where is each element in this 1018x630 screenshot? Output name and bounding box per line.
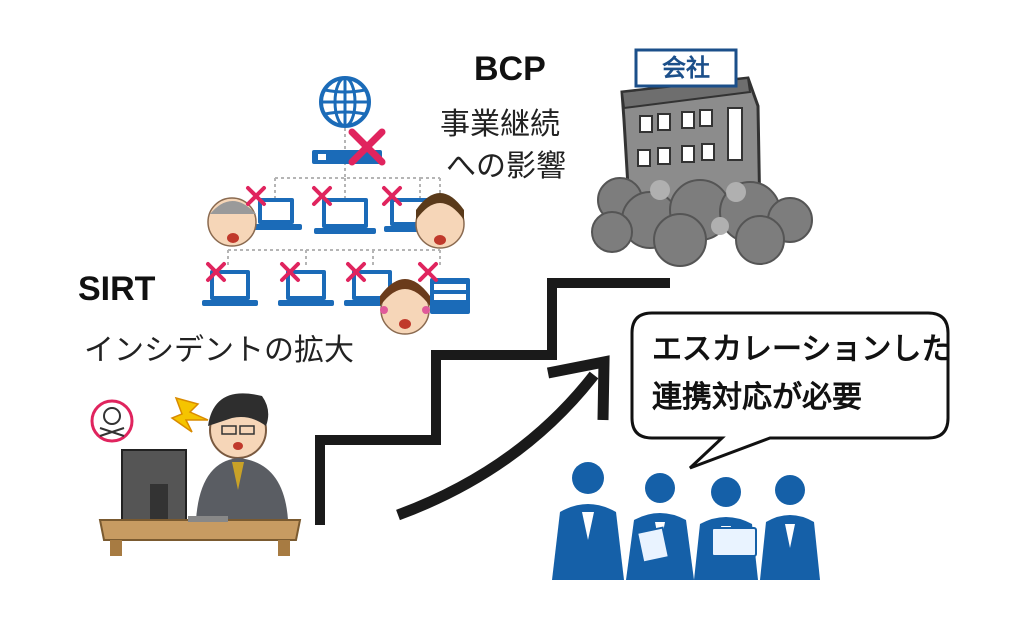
bcp-line-1: 事業継続: [440, 107, 560, 142]
cross-icons: [206, 128, 438, 282]
bcp-title: BCP: [474, 50, 546, 88]
bcp-line-2: への影響: [446, 149, 566, 184]
warning-flash-icon: [170, 396, 209, 433]
bubble-line-1: エスカレーションした: [652, 332, 952, 367]
person-face-girl: [380, 279, 430, 335]
bubble-line-2: 連携対応が必要: [652, 380, 862, 415]
arrow-head-icon: [546, 355, 610, 421]
globe-icon: [319, 76, 371, 128]
skull-icon: [90, 399, 134, 443]
building-sign: 会社: [662, 54, 710, 82]
cross-icon: [348, 128, 386, 166]
sirt-title: SIRT: [78, 270, 156, 308]
sirt-subtitle: インシデントの拡大: [84, 333, 354, 368]
person-face-elderly: [207, 197, 257, 247]
person-face-woman: [415, 193, 465, 249]
